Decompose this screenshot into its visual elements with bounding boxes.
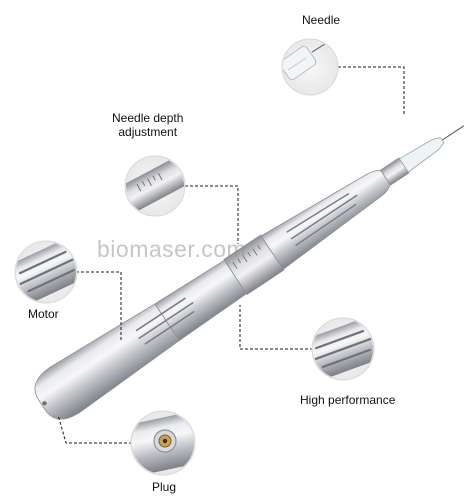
detail-needle <box>281 38 339 96</box>
pen-front-grip <box>260 170 391 270</box>
callout-performance <box>239 305 313 350</box>
high-performance-label: High performance <box>300 393 396 407</box>
plug-end <box>42 401 47 406</box>
needle-depth-label-line2: adjustment <box>118 125 178 139</box>
watermark-text: biomaser.com <box>97 236 247 262</box>
motor-grooves <box>135 297 195 345</box>
depth-ring-marks <box>232 245 261 269</box>
grip-grooves <box>286 193 358 247</box>
detail-motor <box>14 240 78 304</box>
needle-cartridge <box>398 137 445 173</box>
detail-needle-depth <box>124 155 186 217</box>
needle-depth-label: Needle depth adjustment <box>112 111 183 139</box>
needle-label: Needle <box>302 13 341 27</box>
detail-high-performance <box>311 317 375 381</box>
callout-motor <box>76 271 122 341</box>
callout-plug <box>57 414 132 444</box>
plug-label: Plug <box>152 480 177 494</box>
callout-needle <box>338 66 405 116</box>
needle-depth-label-line1: Needle depth <box>112 111 184 125</box>
needle <box>441 125 465 141</box>
detail-plug <box>130 410 196 476</box>
motor-label: Motor <box>28 307 59 321</box>
callout-depth <box>185 185 239 244</box>
callout-lines <box>57 66 405 444</box>
tattoo-pen <box>34 125 465 420</box>
